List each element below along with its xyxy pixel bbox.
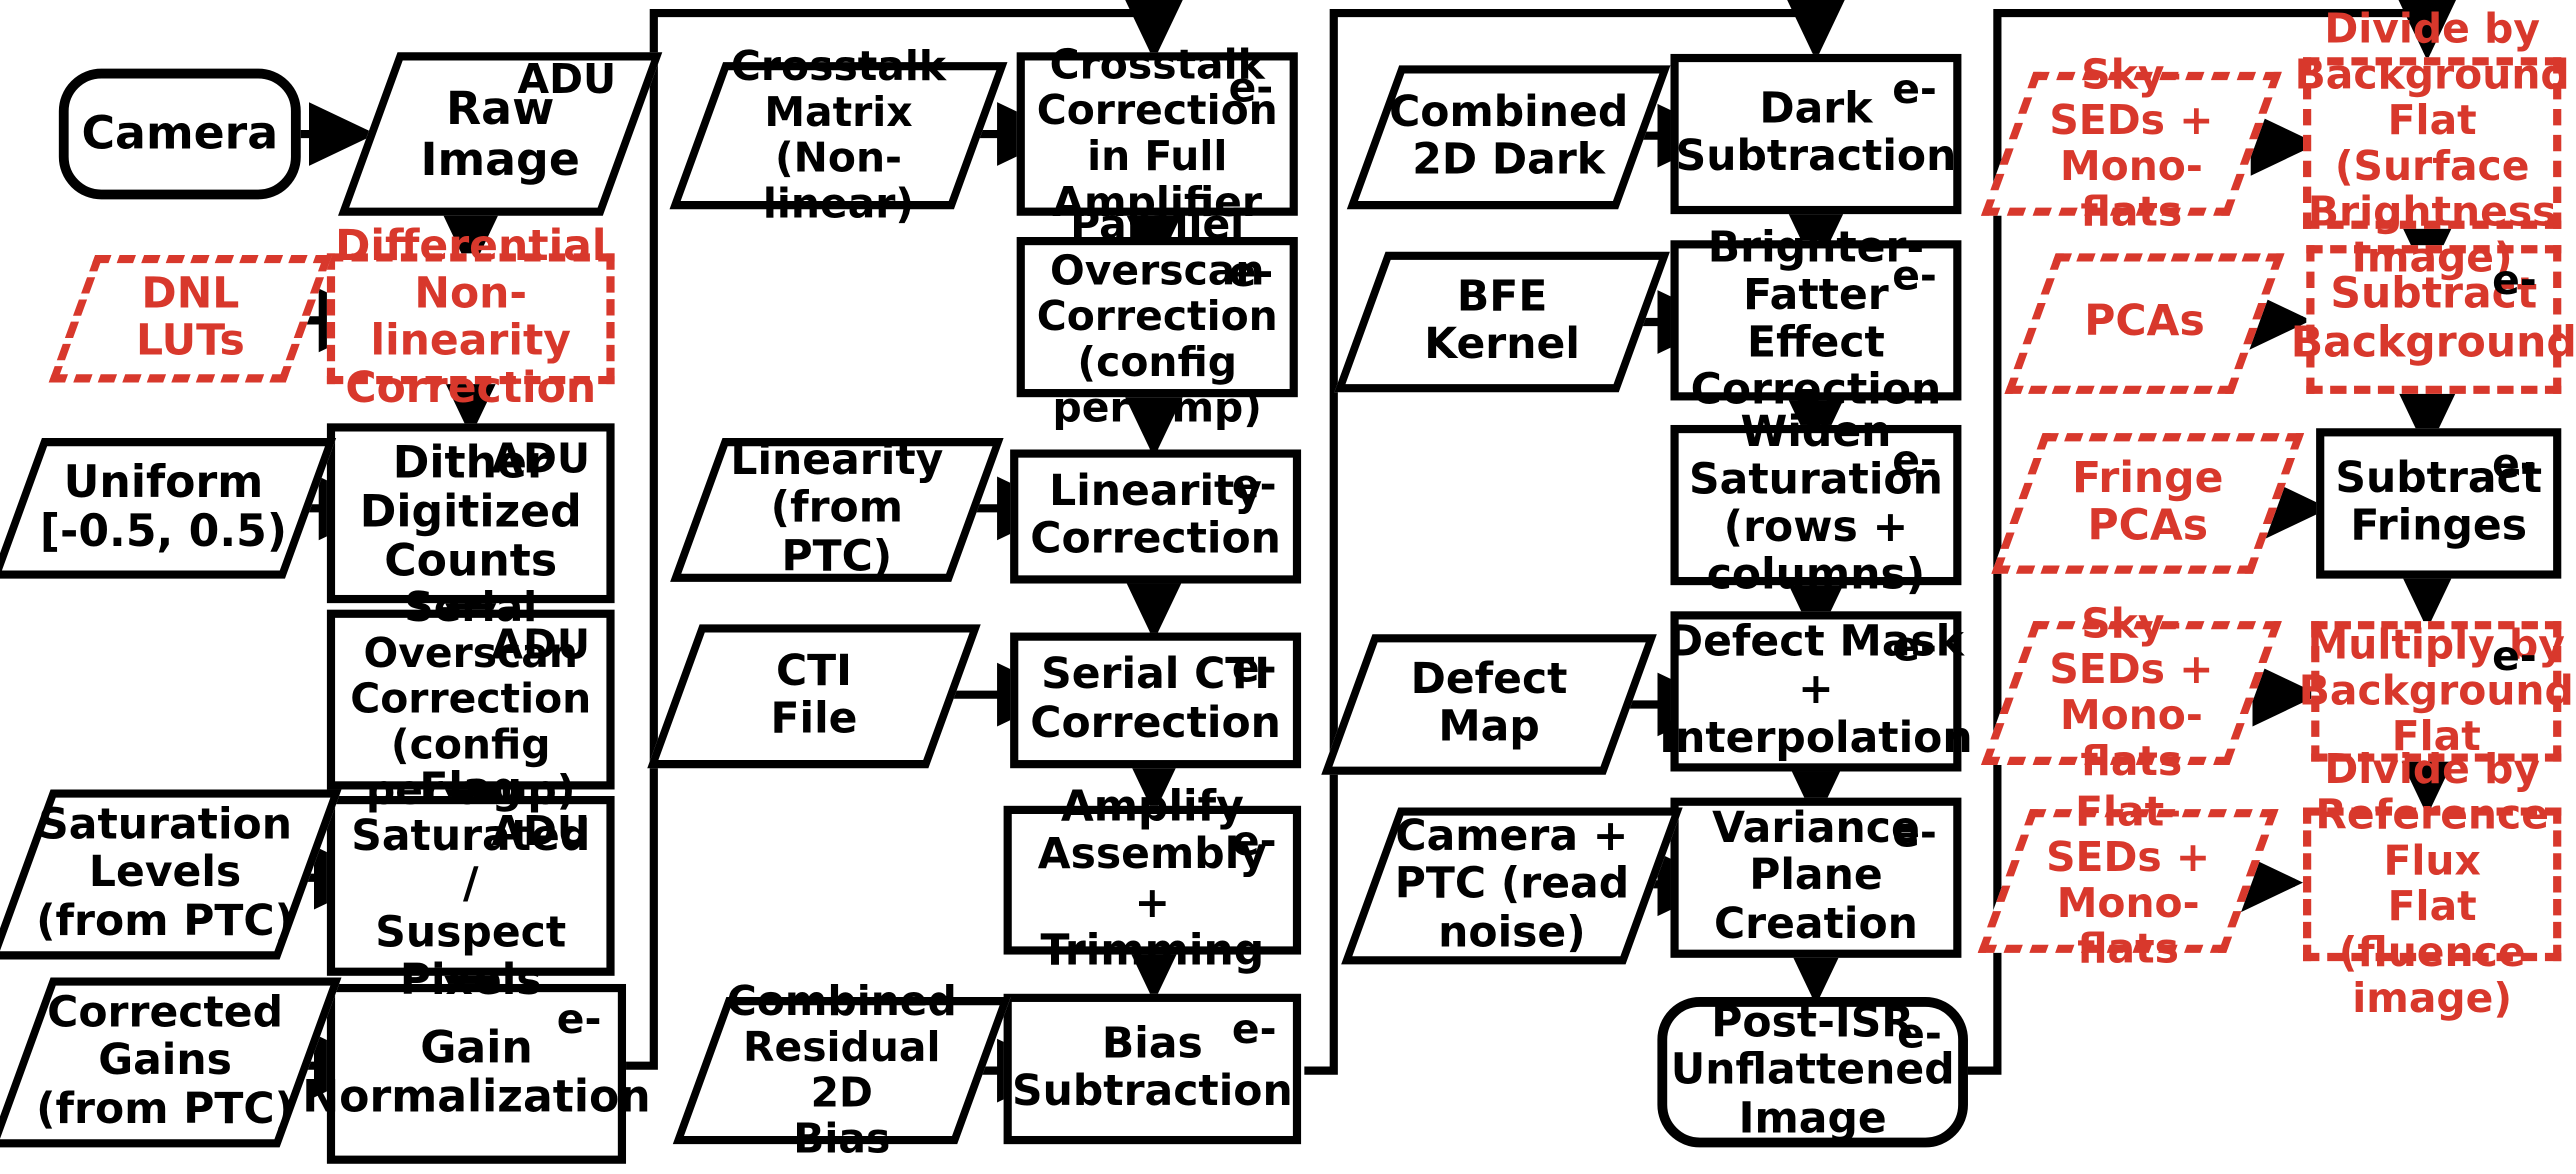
input-uniform-dither[interactable]: Uniform [-0.5, 0.5) bbox=[0, 438, 337, 579]
unit-badge-variance-plane-creation: e- bbox=[1892, 809, 1937, 857]
input-saturation-levels-label: Saturation Levels (from PTC) bbox=[36, 801, 295, 946]
input-flat-seds-mono-flats-label: Flat-SEDs + Mono-flats bbox=[2046, 787, 2211, 973]
unit-badge-post-isr-unflattened-image: e- bbox=[1897, 1010, 1942, 1058]
node-amplify-assembly-trimming-label: Amplify Assembly + Trimming bbox=[1037, 783, 1267, 976]
unit-badge-flag-saturated-suspect-pixels: ADU bbox=[491, 807, 591, 855]
node-camera[interactable]: Camera bbox=[58, 68, 301, 200]
node-raw-image-label: Raw Image bbox=[420, 81, 580, 187]
node-differential-non-linearity-correction-label: Differential Non-linearity Correction bbox=[335, 221, 607, 414]
input-camera-ptc-read-noise[interactable]: Camera + PTC (read noise) bbox=[1341, 807, 1683, 965]
node-defect-mask-interpolation-label: Defect Mask + Interpolation bbox=[1659, 618, 1973, 763]
input-combined-2d-dark[interactable]: Combined 2D Dark bbox=[1346, 65, 1671, 210]
node-widen-saturation[interactable]: e- Widen Saturation (rows + columns) bbox=[1670, 409, 1962, 599]
unit-badge-amplify-assembly-trimming: e- bbox=[1231, 817, 1277, 865]
node-subtract-fringes[interactable]: e- Subtract Fringes bbox=[2316, 428, 2562, 579]
unit-badge-multiply-by-background-flat: e- bbox=[2492, 632, 2537, 680]
input-cti-file[interactable]: CTI File bbox=[647, 624, 981, 769]
node-flag-saturated-suspect-pixels[interactable]: ADU Flag Saturated / Suspect Pixels bbox=[326, 766, 615, 1004]
input-sky-seds-mono-flats-2-label: Sky-SEDs + Mono-flats bbox=[2049, 599, 2214, 785]
node-serial-cti-correction[interactable]: e- Serial CTI Correction bbox=[1010, 632, 1302, 769]
input-linearity-from-ptc-label: Linearity (from PTC) bbox=[730, 436, 944, 582]
node-dark-subtraction[interactable]: e- Dark Subtraction bbox=[1670, 53, 1962, 215]
node-dither-digitized-counts[interactable]: ADU Dither Digitized Counts bbox=[326, 423, 615, 604]
unit-badge-brighter-fatter-effect-correction: e- bbox=[1892, 251, 1937, 300]
input-corrected-gains[interactable]: Corrected Gains (from PTC) bbox=[0, 977, 342, 1148]
node-defect-mask-interpolation[interactable]: e- Defect Mask + Interpolation bbox=[1659, 611, 1973, 772]
unit-badge-bias-subtraction: e- bbox=[1231, 1005, 1277, 1053]
node-divide-by-reference-flux-flat[interactable]: Divide by Reference Flux Flat (fluence i… bbox=[2303, 746, 2562, 1021]
input-defect-map-label: Defect Map bbox=[1410, 655, 1568, 752]
node-dither-digitized-counts-label: Dither Digitized Counts bbox=[359, 437, 582, 587]
node-variance-plane-creation[interactable]: e- Variance Plane Creation bbox=[1670, 797, 1962, 958]
node-brighter-fatter-effect-correction[interactable]: e- Brighter-Fatter Effect Correction bbox=[1670, 224, 1962, 415]
node-divide-by-background-flat[interactable]: Divide by Background Flat (Surface Brigh… bbox=[2295, 5, 2570, 280]
node-gain-normalization-label: Gain Normalization bbox=[302, 1022, 651, 1123]
node-flag-saturated-suspect-pixels-label: Flag Saturated / Suspect Pixels bbox=[351, 765, 591, 1005]
node-gain-normalization[interactable]: e- Gain Normalization bbox=[302, 983, 651, 1164]
input-corrected-gains-label: Corrected Gains (from PTC) bbox=[36, 989, 295, 1134]
input-cti-file-label: CTI File bbox=[770, 647, 858, 744]
unit-badge-serial-overscan-correction: ADU bbox=[491, 621, 591, 669]
unit-badge-dither-digitized-counts: ADU bbox=[491, 434, 591, 483]
input-dnl-luts-label: DNL LUTs bbox=[136, 269, 245, 367]
input-bfe-kernel[interactable]: BFE Kernel bbox=[1334, 251, 1670, 393]
input-fringe-pcas-label: Fringe PCAs bbox=[2072, 454, 2224, 551]
unit-badge-gain-normalization: e- bbox=[556, 995, 602, 1043]
node-crosstalk-correction-in-full-amplifier[interactable]: e- Crosstalk Correction in Full Amplifie… bbox=[1016, 42, 1298, 225]
node-serial-overscan-correction[interactable]: ADU Serial Overscan Correction (config p… bbox=[326, 584, 615, 813]
unit-badge-linearity-correction: e- bbox=[1231, 460, 1277, 509]
unit-badge-serial-cti-correction: e- bbox=[1231, 644, 1277, 692]
input-dnl-luts[interactable]: DNL LUTs bbox=[48, 254, 333, 383]
unit-badge-dark-subtraction: e- bbox=[1892, 65, 1937, 113]
input-sky-seds-mono-flats-2[interactable]: Sky-SEDs + Mono-flats bbox=[1981, 601, 2282, 784]
input-saturation-levels[interactable]: Saturation Levels (from PTC) bbox=[0, 789, 342, 960]
node-divide-by-reference-flux-flat-label: Divide by Reference Flux Flat (fluence i… bbox=[2315, 745, 2549, 1022]
input-pcas[interactable]: PCAs bbox=[2004, 253, 2285, 394]
node-amplify-assembly-trimming[interactable]: e- Amplify Assembly + Trimming bbox=[1003, 784, 1302, 975]
unit-badge-defect-mask-interpolation: e- bbox=[1892, 622, 1937, 671]
node-subtract-background[interactable]: e- Subtract Background bbox=[2291, 245, 2576, 394]
node-parallel-overscan-correction[interactable]: e- Parallel Overscan Correction (config … bbox=[1016, 202, 1298, 431]
input-linearity-from-ptc[interactable]: Linearity (from PTC) bbox=[670, 436, 1004, 582]
unit-badge-subtract-background: e- bbox=[2492, 256, 2537, 305]
input-sky-seds-mono-flats-1[interactable]: Sky-SEDs + Mono-flats bbox=[1981, 51, 2282, 235]
input-defect-map[interactable]: Defect Map bbox=[1321, 634, 1657, 775]
input-crosstalk-matrix-label: Crosstalk Matrix (Non-linear) bbox=[730, 42, 947, 228]
unit-badge-subtract-fringes: e- bbox=[2492, 439, 2537, 488]
input-combined-2d-dark-label: Combined 2D Dark bbox=[1389, 88, 1629, 185]
input-combined-residual-2d-bias-label: Combined Residual 2D Bias bbox=[726, 977, 957, 1163]
input-flat-seds-mono-flats[interactable]: Flat-SEDs + Mono-flats bbox=[1977, 789, 2279, 972]
node-bias-subtraction[interactable]: e- Bias Subtraction bbox=[1003, 993, 1302, 1145]
node-linearity-correction[interactable]: e- Linearity Correction bbox=[1010, 449, 1302, 584]
node-multiply-by-background-flat[interactable]: e- Multiply by Background Flat bbox=[2299, 621, 2574, 762]
unit-badge-raw-image: ADU bbox=[517, 55, 617, 103]
input-sky-seds-mono-flats-1-label: Sky-SEDs + Mono-flats bbox=[2049, 50, 2214, 236]
node-divide-by-background-flat-label: Divide by Background Flat (Surface Brigh… bbox=[2294, 4, 2570, 281]
input-combined-residual-2d-bias[interactable]: Combined Residual 2D Bias bbox=[672, 978, 1011, 1161]
unit-badge-crosstalk-correction: e- bbox=[1228, 63, 1274, 112]
input-bfe-kernel-label: BFE Kernel bbox=[1424, 272, 1580, 370]
input-camera-ptc-read-noise-label: Camera + PTC (read noise) bbox=[1394, 812, 1630, 958]
unit-badge-widen-saturation: e- bbox=[1892, 436, 1937, 484]
input-fringe-pcas[interactable]: Fringe PCAs bbox=[1991, 433, 2305, 574]
node-raw-image[interactable]: ADU Raw Image bbox=[338, 52, 663, 216]
input-uniform-dither-label: Uniform [-0.5, 0.5) bbox=[39, 457, 288, 558]
input-pcas-label: PCAs bbox=[2084, 298, 2205, 348]
unit-badge-parallel-overscan-correction: e- bbox=[1228, 248, 1274, 296]
input-crosstalk-matrix[interactable]: Crosstalk Matrix (Non-linear) bbox=[669, 43, 1008, 226]
node-camera-label: Camera bbox=[81, 106, 279, 161]
node-post-isr-unflattened-image[interactable]: e- Post-ISR Unflattened Image bbox=[1657, 997, 1968, 1148]
node-parallel-overscan-correction-label: Parallel Overscan Correction (config per… bbox=[1036, 201, 1278, 432]
node-differential-non-linearity-correction[interactable]: Differential Non-linearity Correction bbox=[326, 223, 615, 413]
